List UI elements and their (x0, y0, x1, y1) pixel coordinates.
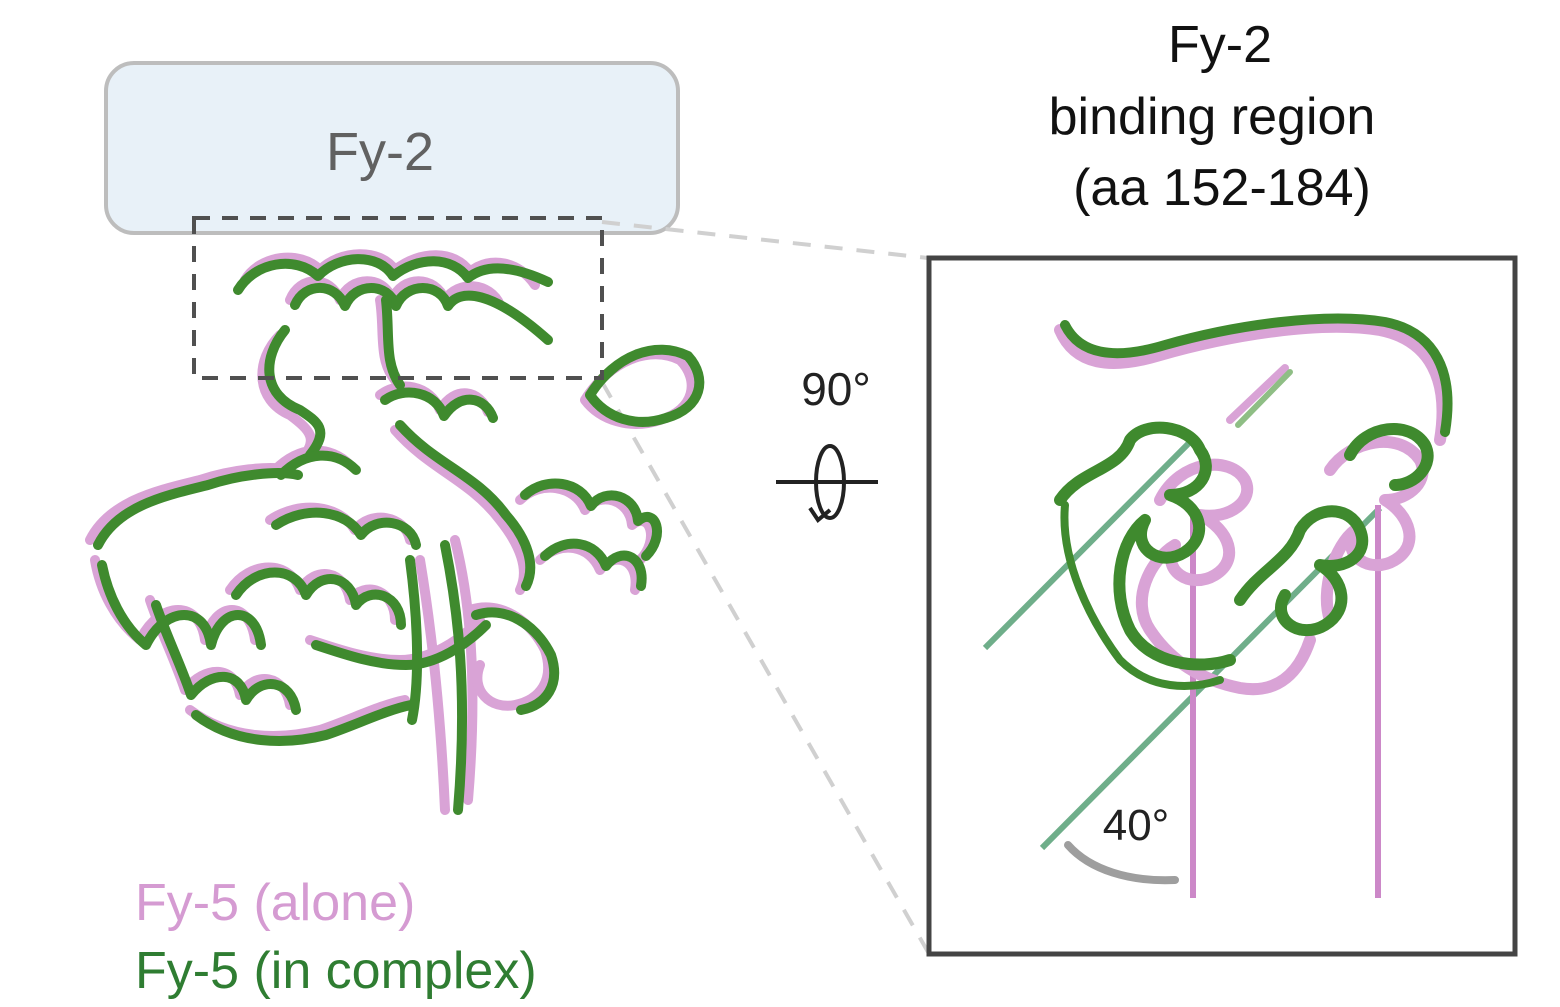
fy2-partner-box: Fy-2 (104, 61, 680, 235)
fy2-box-label: Fy-2 (326, 122, 434, 182)
rotate-arrow-icon (776, 444, 878, 523)
inset-title-line1: Fy-2 (1168, 16, 1272, 74)
zoom-connector-lines (600, 220, 930, 953)
inset-title-line2: binding region (1049, 88, 1376, 146)
legend-item-complex: Fy-5 (in complex) (135, 942, 537, 1000)
angle-label: 40° (1103, 801, 1170, 850)
inset-title: Fy-2 binding region (aa 152-184) (1049, 16, 1376, 217)
legend-item-alone: Fy-5 (alone) (135, 874, 415, 932)
rotation-indicator: 90° (776, 363, 878, 523)
rotation-angle-label: 90° (801, 363, 871, 415)
inset-ribbons (1054, 313, 1453, 696)
complex-helix-axis-1 (982, 439, 1193, 651)
protein-overlay-structure (85, 249, 705, 815)
legend: Fy-5 (alone) Fy-5 (in complex) (135, 874, 537, 1000)
inset-panel: 40° (926, 255, 1518, 957)
binding-region-selection-box (192, 216, 604, 380)
inset-title-line3: (aa 152-184) (1073, 159, 1371, 217)
fy5-complex-ribbon (93, 254, 705, 815)
angle-arc (1064, 841, 1179, 885)
